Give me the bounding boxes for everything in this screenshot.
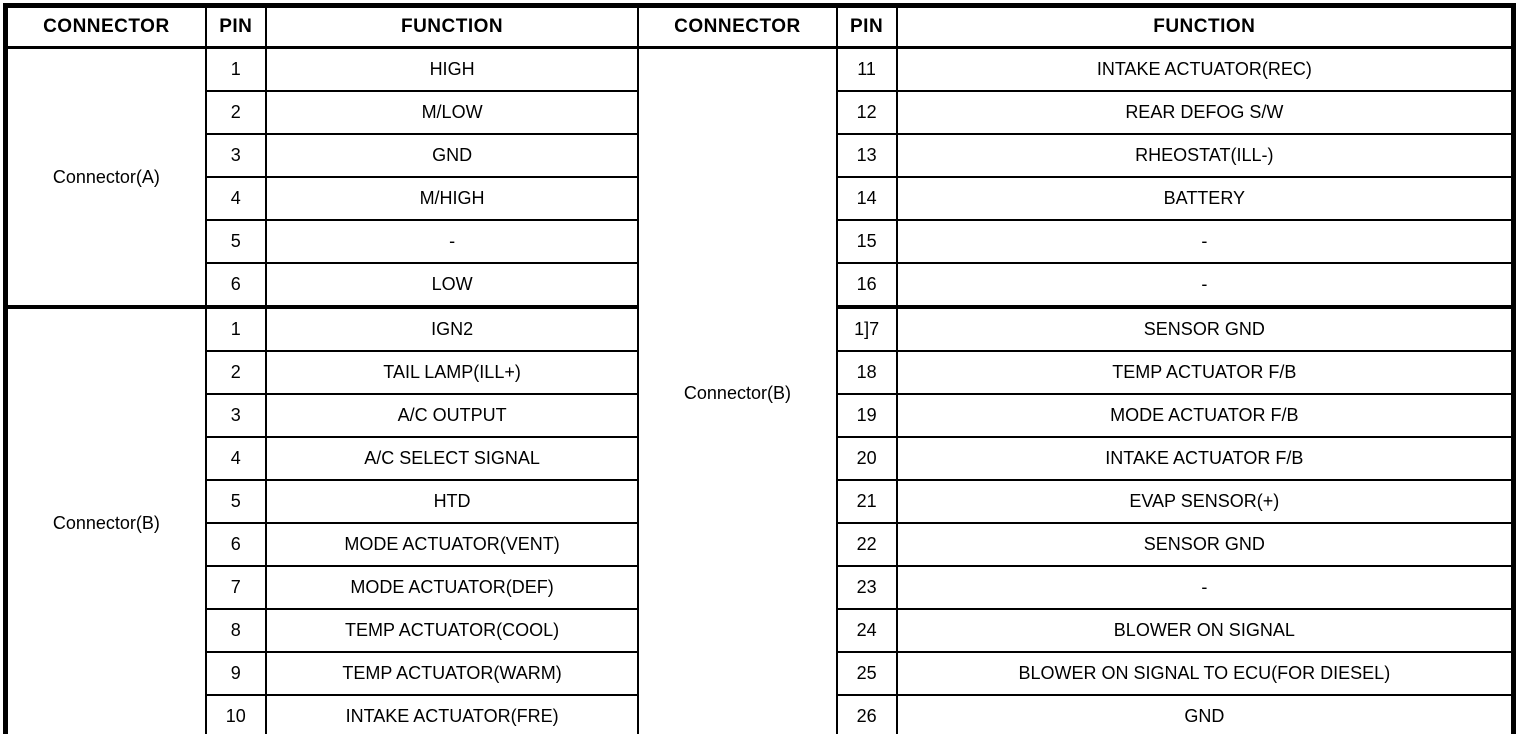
pin-cell: 7 xyxy=(204,565,267,610)
connector-cell-right-b: Connector(B) xyxy=(637,46,838,734)
function-cell: RHEOSTAT(ILL-) xyxy=(895,133,1515,178)
function-cell: - xyxy=(264,219,640,264)
table-row: 2 TAIL LAMP(ILL+) 18 TEMP ACTUATOR F/B xyxy=(6,350,1515,395)
function-cell: A/C SELECT SIGNAL xyxy=(264,436,640,481)
pin-cell: 6 xyxy=(204,262,267,308)
function-cell: INTAKE ACTUATOR(REC) xyxy=(895,46,1515,92)
function-cell: INTAKE ACTUATOR F/B xyxy=(895,436,1515,481)
function-cell: BATTERY xyxy=(895,176,1515,221)
table-row: 5 HTD 21 EVAP SENSOR(+) xyxy=(6,479,1515,524)
pin-cell: 22 xyxy=(835,522,898,567)
pin-cell: 15 xyxy=(835,219,898,264)
pin-cell: 21 xyxy=(835,479,898,524)
pin-cell: 2 xyxy=(204,350,267,395)
function-cell: LOW xyxy=(264,262,640,308)
table-row: Connector(B) 1 IGN2 1]7 SENSOR GND xyxy=(4,305,1515,734)
pin-cell: 26 xyxy=(835,694,898,734)
function-cell: - xyxy=(895,565,1515,610)
pin-cell: 3 xyxy=(204,133,267,178)
pin-cell: 1 xyxy=(204,46,267,92)
function-cell: GND xyxy=(264,133,640,178)
function-cell: A/C OUTPUT xyxy=(264,393,640,438)
function-cell: IGN2 xyxy=(264,305,640,352)
function-cell: - xyxy=(895,262,1515,308)
pin-cell: 5 xyxy=(204,219,267,264)
table-row: 4 A/C SELECT SIGNAL 20 INTAKE ACTUATOR F… xyxy=(6,436,1515,481)
table-row: 2 M/LOW 12 REAR DEFOG S/W xyxy=(6,90,1515,135)
pin-cell: 5 xyxy=(204,479,267,524)
function-cell: GND xyxy=(895,694,1515,734)
pin-cell: 1]7 xyxy=(835,305,898,352)
header-connector-right: CONNECTOR xyxy=(637,4,838,49)
function-cell: SENSOR GND xyxy=(895,305,1515,352)
header-row: CONNECTOR PIN FUNCTION CONNECTOR PIN FUN… xyxy=(4,4,1515,49)
function-cell: BLOWER ON SIGNAL TO ECU(FOR DIESEL) xyxy=(895,651,1515,696)
function-cell: MODE ACTUATOR(VENT) xyxy=(264,522,640,567)
function-cell: MODE ACTUATOR(DEF) xyxy=(264,565,640,610)
pin-cell: 8 xyxy=(204,608,267,653)
pin-cell: 1 xyxy=(204,305,267,352)
pin-cell: 10 xyxy=(204,694,267,734)
function-cell: EVAP SENSOR(+) xyxy=(895,479,1515,524)
pin-cell: 9 xyxy=(204,651,267,696)
pin-cell: 4 xyxy=(204,436,267,481)
function-cell: SENSOR GND xyxy=(895,522,1515,567)
function-cell: TEMP ACTUATOR F/B xyxy=(895,350,1515,395)
table-row: 3 A/C OUTPUT 19 MODE ACTUATOR F/B xyxy=(6,393,1515,438)
pin-cell: 18 xyxy=(835,350,898,395)
function-cell: MODE ACTUATOR F/B xyxy=(895,393,1515,438)
pin-cell: 20 xyxy=(835,436,898,481)
function-cell: REAR DEFOG S/W xyxy=(895,90,1515,135)
function-cell: - xyxy=(895,219,1515,264)
table-row: 6 MODE ACTUATOR(VENT) 22 SENSOR GND xyxy=(6,522,1515,567)
pin-cell: 12 xyxy=(835,90,898,135)
function-cell: BLOWER ON SIGNAL xyxy=(895,608,1515,653)
pin-function-table: CONNECTOR PIN FUNCTION CONNECTOR PIN FUN… xyxy=(3,3,1516,734)
pin-cell: 11 xyxy=(835,46,898,92)
table-row: 10 INTAKE ACTUATOR(FRE) 26 GND xyxy=(6,694,1515,734)
pin-cell: 16 xyxy=(835,262,898,308)
table-row: 5 - 15 - xyxy=(6,219,1515,264)
pin-cell: 23 xyxy=(835,565,898,610)
pin-cell: 24 xyxy=(835,608,898,653)
pin-cell: 13 xyxy=(835,133,898,178)
header-pin-left: PIN xyxy=(204,4,267,49)
pin-cell: 4 xyxy=(204,176,267,221)
table-row: 9 TEMP ACTUATOR(WARM) 25 BLOWER ON SIGNA… xyxy=(6,651,1515,696)
pin-cell: 14 xyxy=(835,176,898,221)
table-row: Connector(A) 1 HIGH Connector(B) 11 INTA… xyxy=(4,46,1515,734)
function-cell: M/LOW xyxy=(264,90,640,135)
function-cell: M/HIGH xyxy=(264,176,640,221)
pin-cell: 6 xyxy=(204,522,267,567)
function-cell: INTAKE ACTUATOR(FRE) xyxy=(264,694,640,734)
pin-cell: 2 xyxy=(204,90,267,135)
table-row: 3 GND 13 RHEOSTAT(ILL-) xyxy=(6,133,1515,178)
function-cell: TAIL LAMP(ILL+) xyxy=(264,350,640,395)
table-row: 4 M/HIGH 14 BATTERY xyxy=(6,176,1515,221)
header-function-right: FUNCTION xyxy=(895,4,1515,49)
function-cell: TEMP ACTUATOR(WARM) xyxy=(264,651,640,696)
function-cell: TEMP ACTUATOR(COOL) xyxy=(264,608,640,653)
pin-cell: 25 xyxy=(835,651,898,696)
pin-cell: 19 xyxy=(835,393,898,438)
header-connector-left: CONNECTOR xyxy=(4,4,207,49)
header-function-left: FUNCTION xyxy=(264,4,640,49)
table-row: 7 MODE ACTUATOR(DEF) 23 - xyxy=(6,565,1515,610)
connector-cell-left-a: Connector(A) xyxy=(4,46,207,308)
table-row: 6 LOW 16 - xyxy=(6,262,1515,308)
table-row: 8 TEMP ACTUATOR(COOL) 24 BLOWER ON SIGNA… xyxy=(6,608,1515,653)
function-cell: HTD xyxy=(264,479,640,524)
connector-cell-left-b: Connector(B) xyxy=(4,305,207,734)
pin-cell: 3 xyxy=(204,393,267,438)
function-cell: HIGH xyxy=(264,46,640,92)
header-pin-right: PIN xyxy=(835,4,898,49)
